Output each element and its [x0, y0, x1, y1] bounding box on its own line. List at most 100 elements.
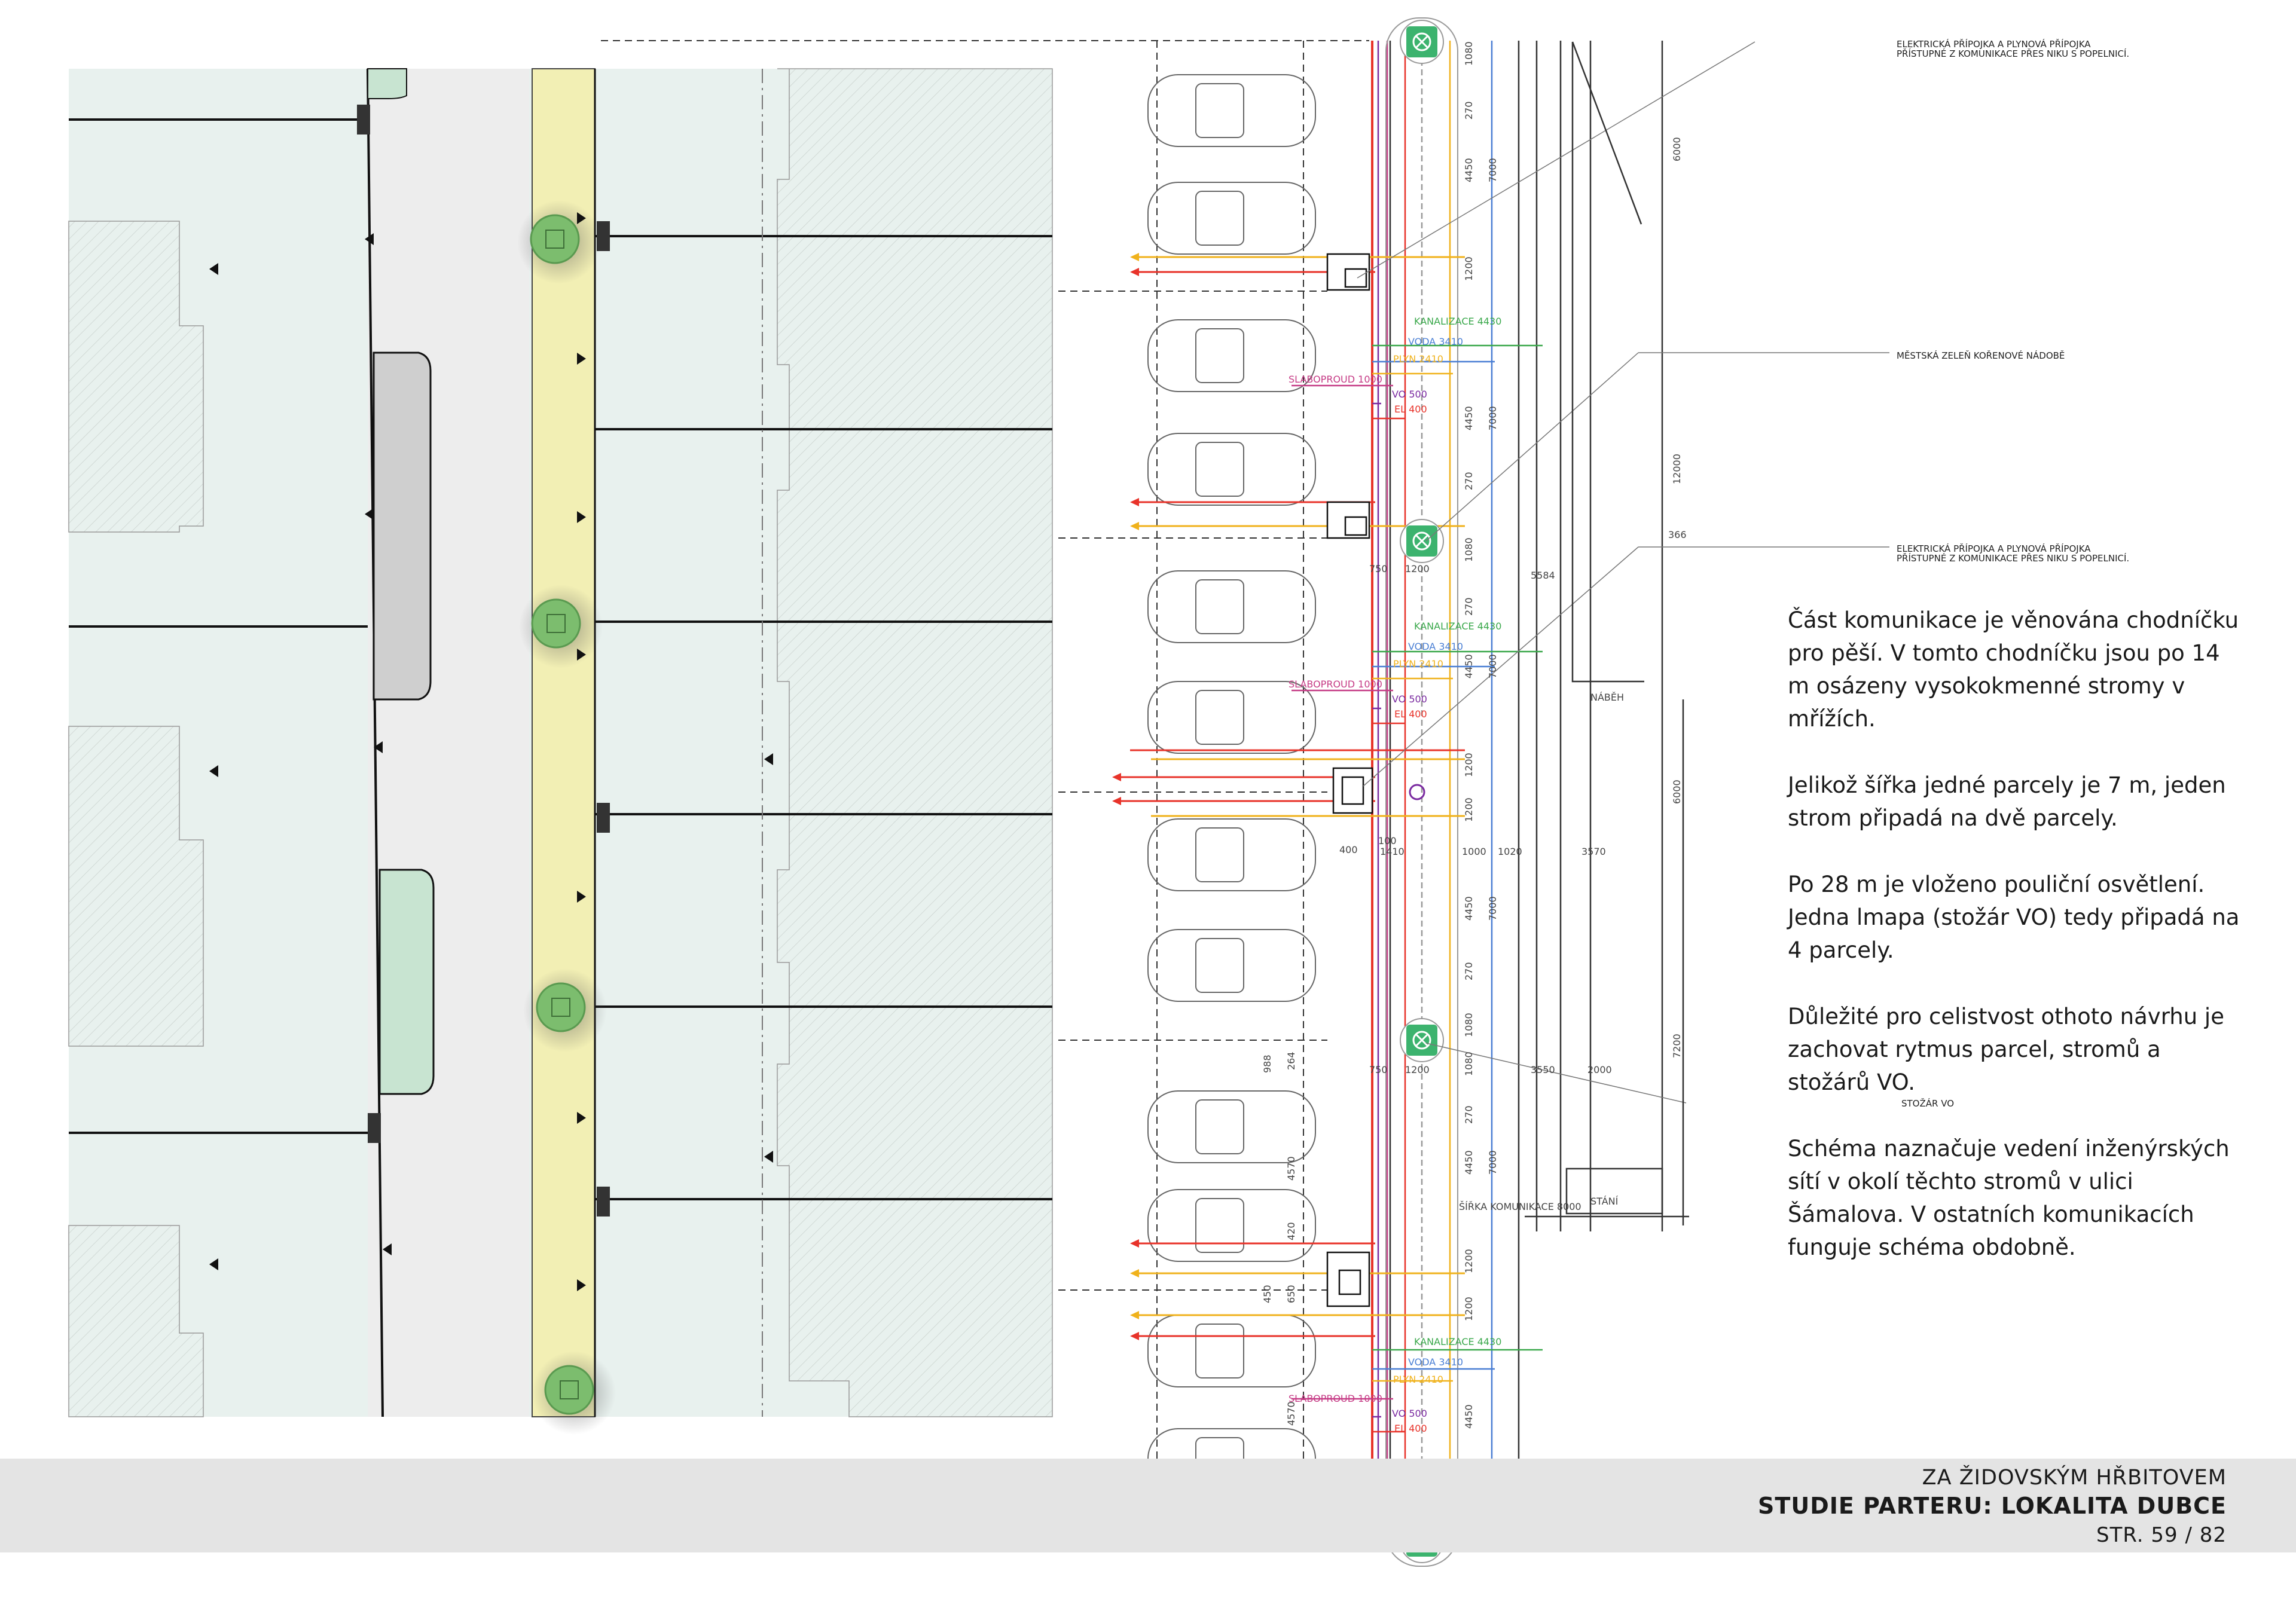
- dim-100: 100: [1378, 835, 1397, 846]
- dim-1200: 1200: [1463, 1249, 1474, 1273]
- dim-5584: 5584: [1531, 570, 1555, 581]
- parcel-lines: [69, 118, 1052, 1200]
- dim-1080: 1080: [1463, 41, 1474, 66]
- dim-7000: 7000: [1487, 896, 1498, 921]
- label-plyn: PLYN 2410: [1393, 353, 1443, 365]
- label-vo: VO 500: [1392, 389, 1427, 400]
- dim-1200: 1200: [1405, 1064, 1430, 1075]
- label-road-width: ŠÍŘKA KOMUNIKACE 8000: [1459, 1201, 1581, 1212]
- utility-lines: [1371, 41, 1663, 1541]
- dim-7000: 7000: [1487, 654, 1498, 678]
- dim-4570: 4570: [1286, 1401, 1297, 1426]
- utility-section: KANALIZACE 4430 VODA 3410 PLYN 2410 SLAB…: [601, 17, 1889, 1567]
- description-text: Část komunikace je věnována chodníčku pr…: [1788, 604, 2242, 1297]
- dim-400: 400: [1339, 844, 1358, 855]
- annotation-lamp-post: STOŽÁR VO: [1901, 1098, 1955, 1109]
- dim-270: 270: [1463, 472, 1474, 490]
- dim-650: 650: [1286, 1285, 1297, 1303]
- dim-4570: 4570: [1286, 1156, 1297, 1181]
- paragraph-lighting: Po 28 m je vloženo pouliční osvětlení. J…: [1788, 872, 2240, 963]
- annotation-connection-2: ELEKTRICKÁ PŘÍPOJKA A PLYNOVÁ PŘÍPOJKA P…: [1897, 543, 2130, 564]
- left-houses: [68, 221, 204, 1417]
- dim-4450: 4450: [1463, 654, 1474, 678]
- paragraph-rhythm: Důležité pro celistvost othoto návrhu je…: [1788, 1004, 2224, 1095]
- dim-2000: 2000: [1587, 1064, 1612, 1075]
- page-number: STR. 59 / 82: [2096, 1523, 2227, 1547]
- label-voda: VODA 3410: [1408, 336, 1463, 347]
- label-voda: VODA 3410: [1408, 641, 1463, 652]
- dim-6000: 6000: [1671, 780, 1683, 804]
- tree-icon: [519, 585, 603, 668]
- dim-12000: 12000: [1671, 454, 1683, 484]
- dim-750: 750: [1369, 563, 1388, 574]
- tree-icon: [532, 1351, 616, 1435]
- right-houses: [777, 68, 1053, 1417]
- footer-band: [0, 1459, 2296, 1552]
- dim-1080: 1080: [1463, 1052, 1474, 1076]
- dim-1410: 1410: [1380, 846, 1405, 857]
- dim-4450: 4450: [1463, 896, 1474, 921]
- label-kanalizace: KANALIZACE 4430: [1414, 1336, 1501, 1347]
- dim-1080: 1080: [1463, 1013, 1474, 1037]
- dim-450: 450: [1262, 1285, 1273, 1303]
- dim-7200: 7200: [1671, 1034, 1683, 1058]
- label-kanalizace: KANALIZACE 4430: [1414, 316, 1501, 327]
- paragraph-trees: Část komunikace je věnována chodníčku pr…: [1788, 607, 2239, 732]
- entry-arrows: [209, 212, 773, 1291]
- label-plyn: PLYN 2410: [1393, 658, 1443, 670]
- label-el: EL 400: [1394, 1423, 1427, 1434]
- lamp-icon: [1400, 1018, 1444, 1062]
- annotation-greenery: MĚSTSKÁ ZELEŇ KOŘENOVÉ NÁDOBĚ: [1897, 350, 2065, 361]
- dim-270: 270: [1463, 1105, 1474, 1124]
- dim-270: 270: [1463, 101, 1474, 120]
- paragraph-networks: Schéma naznačuje vedení inženýrských sít…: [1788, 1136, 2230, 1260]
- footer-subtitle: ZA ŽIDOVSKÝM HŘBITOVEM: [1922, 1466, 2227, 1490]
- label-vo: VO 500: [1392, 693, 1427, 705]
- dim-7000: 7000: [1487, 158, 1498, 182]
- footer-title: STUDIE PARTERU: LOKALITA DUBCE: [1758, 1493, 2227, 1519]
- label-slaboproud: SLABOPROUD 1000: [1289, 1393, 1382, 1404]
- dim-1200: 1200: [1405, 563, 1430, 574]
- dim-270: 270: [1463, 597, 1474, 616]
- dim-4450: 4450: [1463, 406, 1474, 430]
- dim-1080: 1080: [1463, 537, 1474, 562]
- dim-1200: 1200: [1463, 256, 1474, 281]
- label-el: EL 400: [1394, 708, 1427, 720]
- dim-7000: 7000: [1487, 1150, 1498, 1175]
- lamp-icon: [1400, 519, 1444, 563]
- dim-1020: 1020: [1498, 846, 1522, 857]
- dim-3570: 3570: [1581, 846, 1606, 857]
- paragraph-parcels: Jelikož šířka jedné parcely je 7 m, jede…: [1788, 772, 2226, 831]
- label-slaboproud: SLABOPROUD 1000: [1289, 374, 1382, 385]
- label-voda: VODA 3410: [1408, 1356, 1463, 1368]
- label-slaboproud: SLABOPROUD 1000: [1289, 678, 1382, 690]
- dim-4450: 4450: [1463, 1150, 1474, 1175]
- dim-988: 988: [1262, 1055, 1273, 1073]
- label-plyn: PLYN 2410: [1393, 1374, 1443, 1385]
- label-vo: VO 500: [1392, 1408, 1427, 1419]
- dim-1200: 1200: [1463, 753, 1474, 777]
- left-street-plan: [68, 68, 1053, 1435]
- dim-366: 366: [1668, 529, 1687, 540]
- dim-6000: 6000: [1671, 137, 1683, 161]
- tree-icon: [517, 200, 601, 284]
- green-top: [367, 68, 407, 99]
- dim-3550: 3550: [1531, 1064, 1555, 1075]
- dim-7000: 7000: [1487, 406, 1498, 430]
- label-nabeh: NÁBĚH: [1590, 692, 1624, 703]
- parking-bay-green: [378, 869, 435, 1095]
- lamp-icon: [1400, 20, 1444, 64]
- dim-1200: 1200: [1463, 797, 1474, 822]
- dim-4450: 4450: [1463, 1404, 1474, 1429]
- dim-264: 264: [1286, 1052, 1297, 1070]
- utility-boxes: [1326, 253, 1373, 1307]
- dim-420: 420: [1286, 1222, 1297, 1240]
- label-stani: STÁNÍ: [1590, 1196, 1619, 1207]
- parking-bay-grey: [373, 352, 432, 701]
- dim-1000: 1000: [1462, 846, 1486, 857]
- tree-icon: [523, 968, 607, 1052]
- dim-1200: 1200: [1463, 1297, 1474, 1321]
- label-el: EL 400: [1394, 404, 1427, 415]
- dim-750: 750: [1369, 1064, 1388, 1075]
